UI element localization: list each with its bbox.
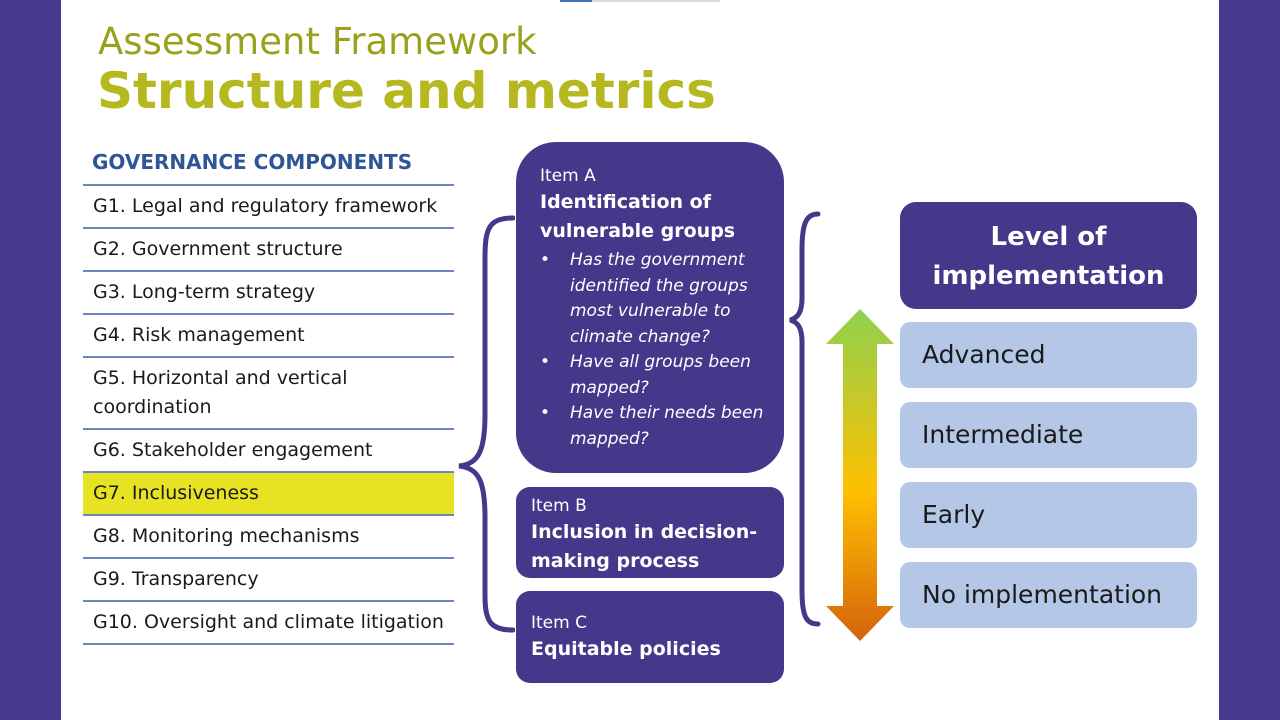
top-accent-line [560,0,720,2]
level-intermediate: Intermediate [900,402,1197,468]
item-a-bullets: Has the government identified the groups… [540,248,764,452]
right-side-bar [1219,0,1280,720]
item-c-card: Item C Equitable policies [516,591,784,683]
item-a-bullet: Have their needs been mapped? [540,401,764,452]
governance-item-g7-highlighted: G7. Inclusiveness [83,473,454,516]
item-a-bullet: Have all groups been mapped? [540,350,764,401]
item-b-label: Item B [531,496,587,516]
item-b-title: Inclusion in decision-making process [531,521,758,572]
item-a-card: Item A Identification of vulnerable grou… [516,142,784,473]
item-a-label: Item A [540,166,596,186]
item-c-label: Item C [531,613,587,633]
item-a-title: Identification of vulnerable groups [540,191,736,242]
top-accent-marker [560,0,592,2]
item-c-title: Equitable policies [531,638,721,660]
level-of-implementation-header: Level of implementation [900,202,1197,309]
left-curly-brace [458,215,515,633]
governance-item-g2: G2. Government structure [83,229,454,272]
governance-item-g9: G9. Transparency [83,559,454,602]
governance-item-g8: G8. Monitoring mechanisms [83,516,454,559]
governance-item-g4: G4. Risk management [83,315,454,358]
governance-item-g3: G3. Long-term strategy [83,272,454,315]
slide-title: Assessment Framework [98,20,537,63]
level-early: Early [900,482,1197,548]
right-curly-brace [789,211,821,627]
governance-list: G1. Legal and regulatory framework G2. G… [83,184,454,645]
level-advanced: Advanced [900,322,1197,388]
governance-item-g6: G6. Stakeholder engagement [83,430,454,473]
governance-header: GOVERNANCE COMPONENTS [92,150,413,174]
governance-item-g1: G1. Legal and regulatory framework [83,186,454,229]
item-b-card: Item B Inclusion in decision-making proc… [516,487,784,578]
governance-item-g10: G10. Oversight and climate litigation [83,602,454,645]
double-arrow-icon [826,309,894,641]
left-side-bar [0,0,61,720]
slide-subtitle: Structure and metrics [97,62,716,120]
level-no-implementation: No implementation [900,562,1197,628]
item-a-bullet: Has the government identified the groups… [540,248,764,350]
governance-item-g5: G5. Horizontal and vertical coordination [83,358,454,430]
